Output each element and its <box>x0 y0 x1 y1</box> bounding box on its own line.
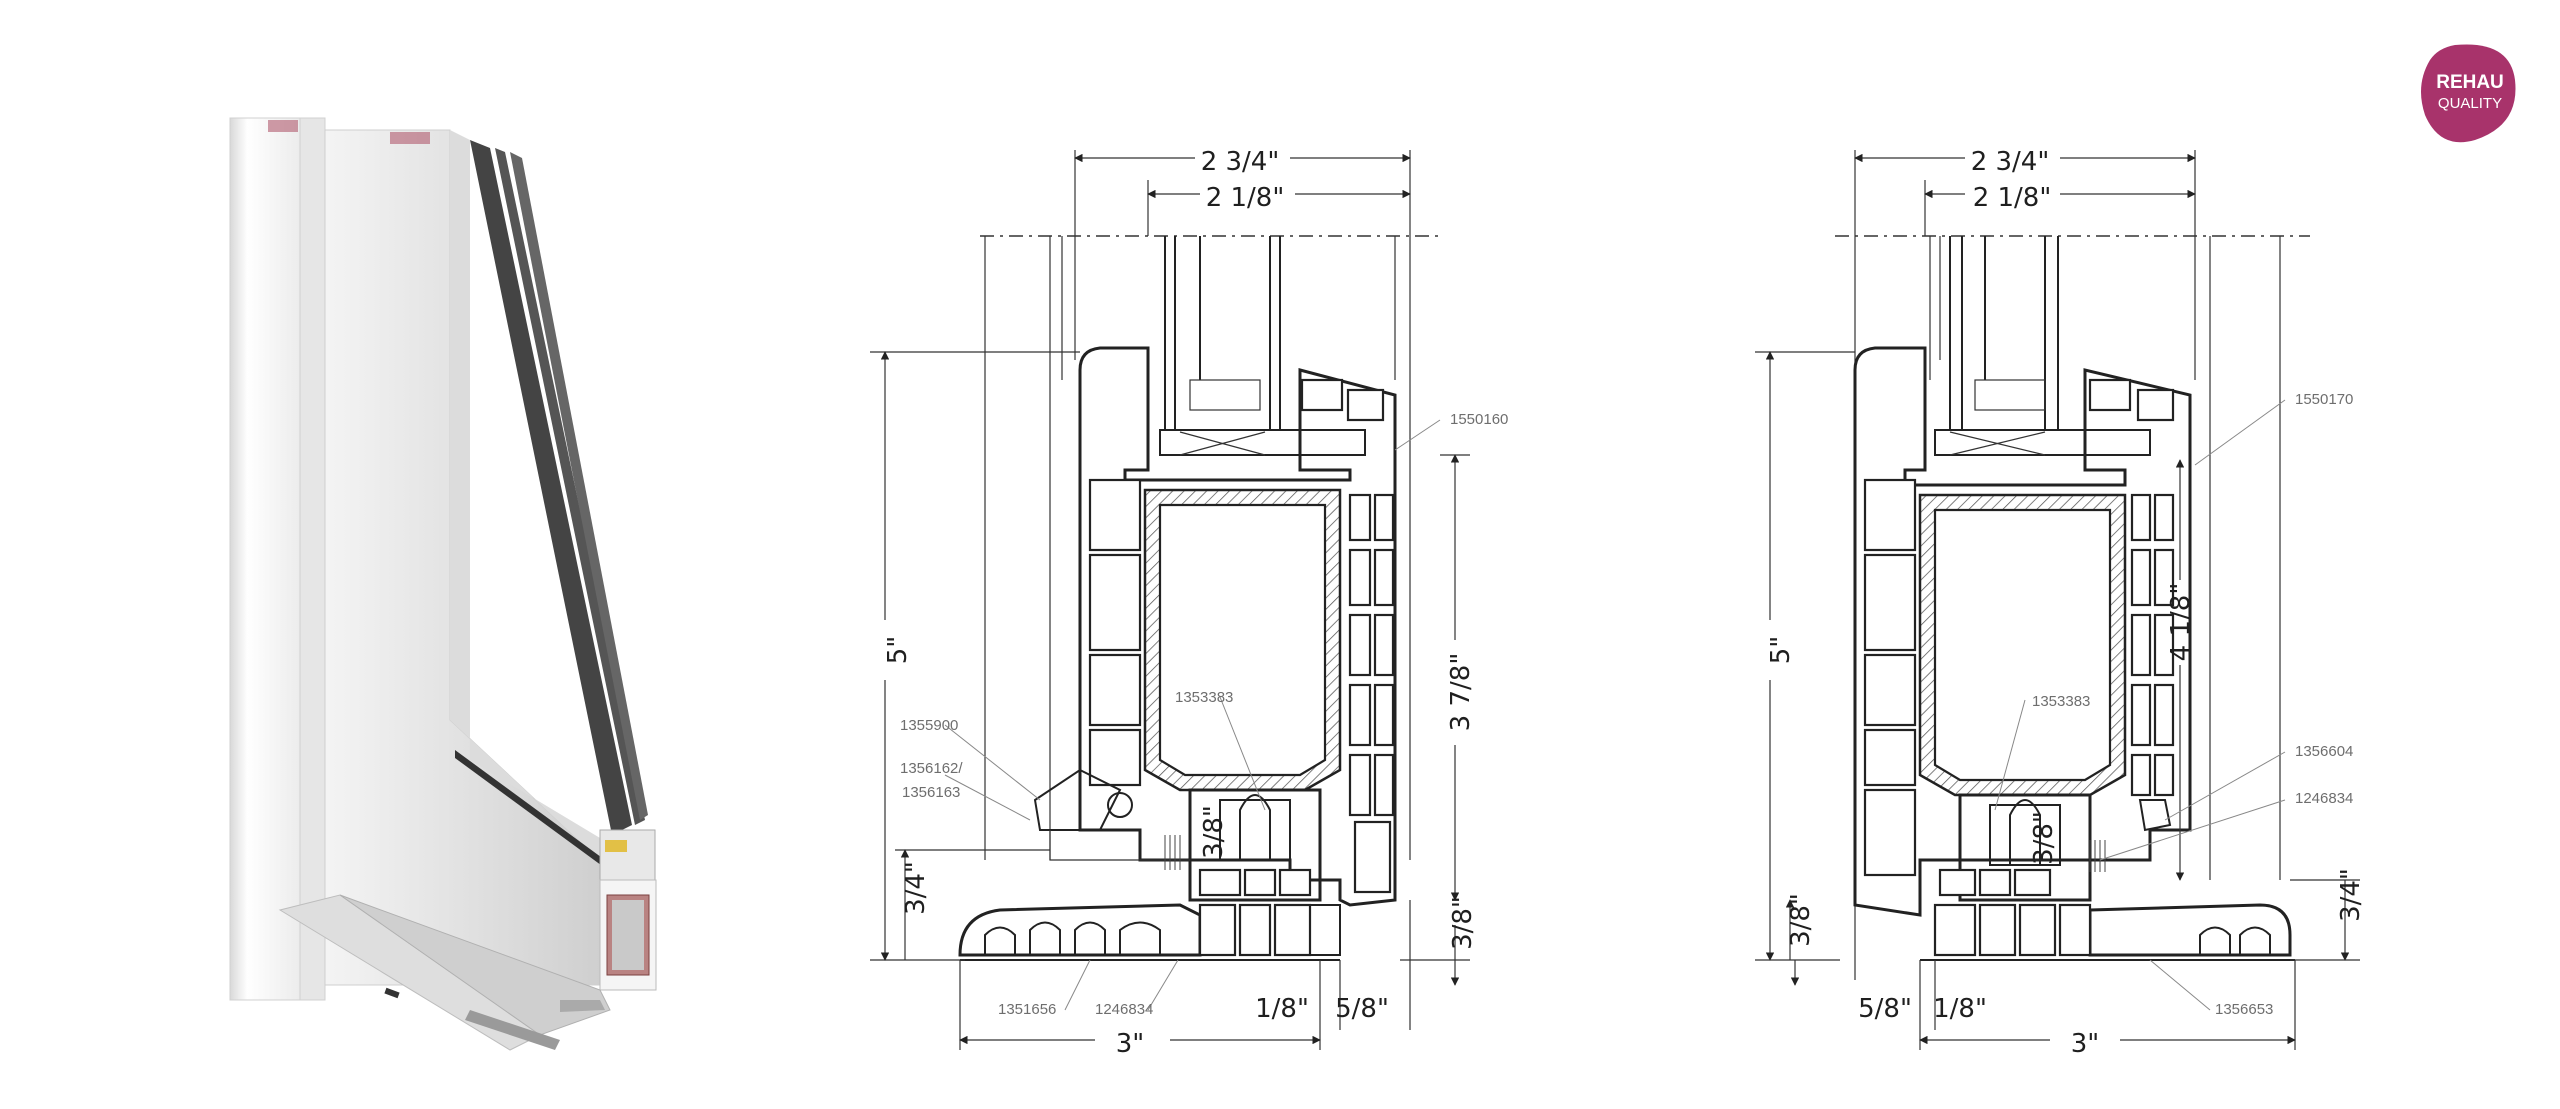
rehau-quality-logo: REHAU QUALITY <box>2421 44 2516 143</box>
dim-right-bottom-left: 3/8" <box>1448 896 1478 950</box>
dim-top-inner-left: 2 1/8" <box>1206 183 1285 213</box>
dim-bottom-width-right: 3" <box>2071 1029 2100 1059</box>
part-label: 1550160 <box>1450 411 1508 428</box>
dim-top-outer-right: 2 3/4" <box>1971 147 2050 177</box>
dim-bottom-b-right: 1/8" <box>1933 994 1987 1024</box>
part-label: 1246834 <box>2295 790 2353 807</box>
section-drawing-right: 2 3/4" 2 1/8" 5" 4 1/8" 3/8" 3/4" 3/8" 5… <box>1755 147 2366 1059</box>
part-label: 1356604 <box>2295 743 2353 760</box>
dim-left-height-right: 5" <box>1766 636 1796 665</box>
logo-line1: REHAU <box>2436 72 2504 93</box>
dim-bottom-a-left: 1/8" <box>1255 994 1309 1024</box>
part-label: 1356163 <box>902 784 960 801</box>
section-drawing-left: 2 3/4" 2 1/8" 5" 3 7/8" 3/4" 3/8" 3/8" 3… <box>870 147 1508 1059</box>
dim-right-height-left: 3 7/8" <box>1446 653 1476 732</box>
dim-right-height-right: 4 1/8" <box>2166 583 2196 662</box>
part-label: 1246834 <box>1095 1001 1153 1018</box>
dim-left-sill: 3/4" <box>901 861 931 915</box>
part-label: 1355900 <box>900 717 958 734</box>
dim-top-outer-left: 2 3/4" <box>1201 147 1280 177</box>
part-label: 1353383 <box>2032 693 2090 710</box>
dim-bottom-a-right: 5/8" <box>1858 994 1912 1024</box>
dim-bottom-b-left: 5/8" <box>1335 994 1389 1024</box>
dim-left-height: 5" <box>883 636 913 665</box>
window-corner-render <box>229 117 657 1051</box>
dim-bottom-width-left: 3" <box>1116 1029 1145 1059</box>
dim-center-small-left: 3/8" <box>1199 805 1229 859</box>
part-label: 1356653 <box>2215 1001 2273 1018</box>
part-label: 1356162/ <box>900 760 963 777</box>
dim-left-bottom-right: 3/8" <box>1786 893 1816 947</box>
part-label: 1351656 <box>998 1001 1056 1018</box>
part-label: 1550170 <box>2295 391 2353 408</box>
dim-top-inner-right: 2 1/8" <box>1973 183 2052 213</box>
logo-line2: QUALITY <box>2438 95 2502 112</box>
dim-right-sill: 3/4" <box>2336 868 2366 922</box>
dim-center-small-right: 3/8" <box>2029 811 2059 865</box>
part-label: 1353383 <box>1175 689 1233 706</box>
